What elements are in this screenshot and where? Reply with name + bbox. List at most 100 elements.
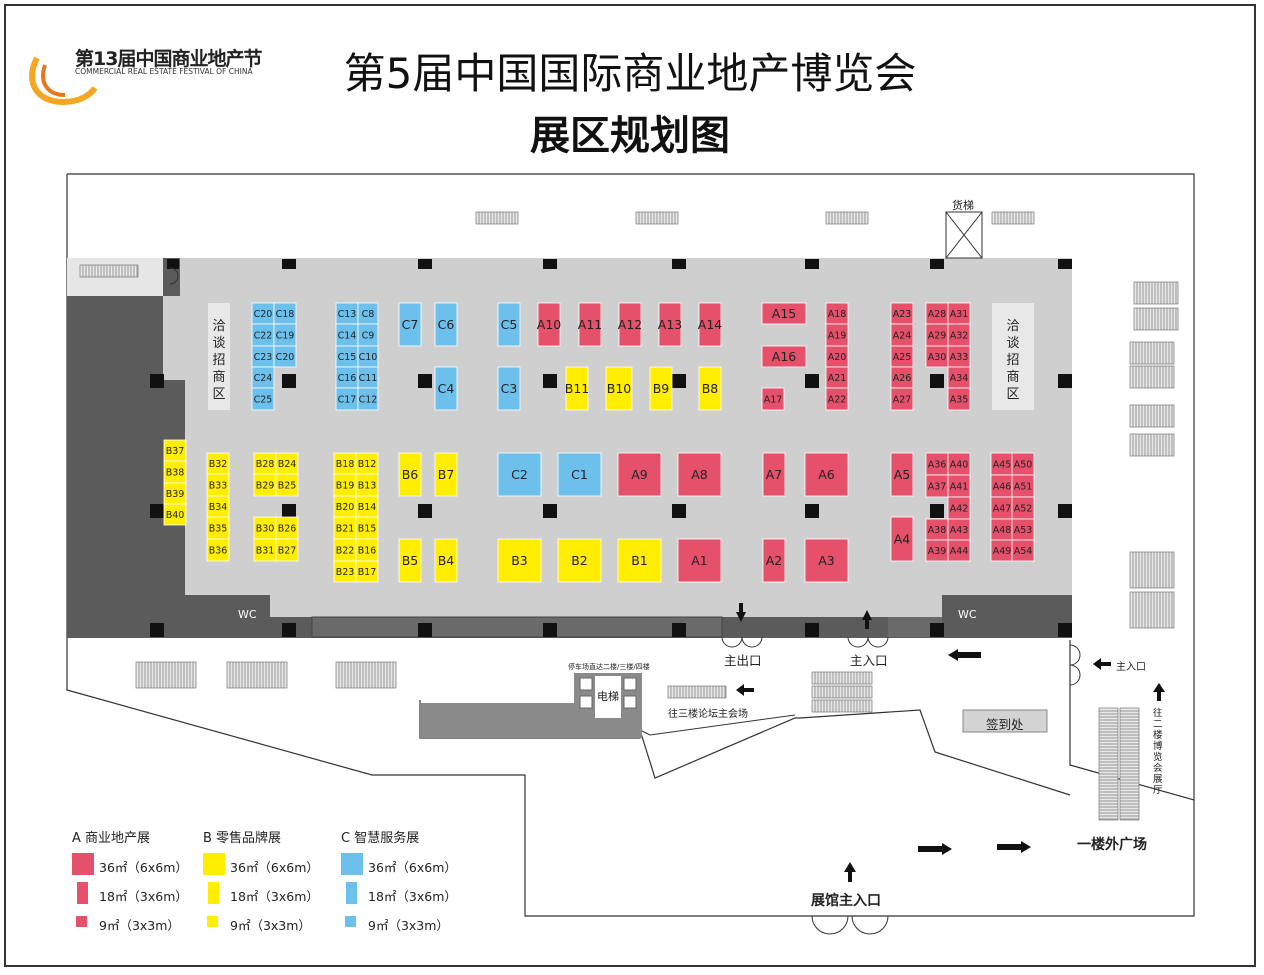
booth-label: A14 [698, 317, 723, 332]
booth-b18: B18 [333, 452, 357, 475]
booth-a14: A14 [698, 302, 723, 347]
booth-label: A40 [950, 460, 969, 471]
booth-c25: C25 [251, 387, 275, 411]
booth-b8: B8 [698, 366, 722, 411]
booth-a32: A32 [947, 323, 971, 347]
booth-b39: B39 [163, 482, 187, 505]
wc-right-label: WC [958, 608, 977, 621]
booth-label: C25 [254, 395, 273, 406]
legend-swatch [345, 916, 356, 927]
booth-a31: A31 [947, 302, 971, 325]
booth-b11: B11 [565, 366, 589, 411]
booth-b33: B33 [206, 473, 230, 497]
booth-label: A24 [893, 331, 912, 342]
booth-c14: C14 [335, 323, 359, 347]
booth-label: C24 [254, 373, 273, 384]
booth-label: A2 [766, 553, 783, 568]
logo-title: 第13届中国商业地产节 [75, 48, 262, 70]
legend-heading: B 零售品牌展 [203, 831, 282, 846]
booth-b30: B30 [253, 516, 277, 540]
booth-c7: C7 [398, 302, 422, 347]
booth-a49: A49 [990, 539, 1014, 562]
side-entrance-label: 主入口 [1116, 662, 1146, 673]
booth-b40: B40 [163, 503, 187, 526]
booth-b27: B27 [275, 538, 299, 562]
legend-item-label: 36㎡（6x6m） [99, 860, 188, 875]
booth-label: C20 [276, 352, 295, 363]
hall-main-entrance-label: 展馆主入口 [811, 893, 881, 909]
booth-b6: B6 [398, 452, 422, 497]
booth-label: A15 [772, 306, 796, 321]
freight-elevator-label: 货梯 [952, 199, 974, 212]
booth-b7: B7 [434, 452, 458, 497]
booth-label: A9 [631, 467, 648, 482]
booth-label: B31 [256, 546, 275, 557]
booth-b31: B31 [253, 538, 277, 562]
stair [135, 661, 197, 689]
booth-label: B29 [256, 481, 275, 492]
booth-a9: A9 [617, 452, 662, 497]
booth-label: A5 [894, 467, 911, 482]
booth-label: B12 [358, 459, 377, 470]
booth-label: A50 [1014, 460, 1033, 471]
booth-b15: B15 [355, 516, 379, 540]
legend-swatch [77, 882, 88, 904]
legend-heading: C 智慧服务展 [341, 831, 420, 846]
booth-a48: A48 [990, 518, 1014, 541]
booth-b25: B25 [275, 473, 299, 497]
booth-c22: C22 [251, 323, 275, 347]
legend-swatch [72, 853, 94, 875]
booth-a50: A50 [1011, 452, 1035, 476]
booth-label: B20 [336, 502, 355, 513]
booth-b3: B3 [497, 538, 542, 583]
legend-item-label: 18㎡（3x6m） [99, 889, 188, 904]
booth-c13: C13 [335, 302, 359, 325]
forum-direction-label: 往三楼论坛主会场 [668, 709, 748, 720]
booth-label: A8 [691, 467, 708, 482]
booth-label: C17 [338, 395, 357, 406]
booth-label: A45 [993, 460, 1012, 471]
booth-c2: C2 [497, 452, 542, 497]
arrows [736, 603, 1165, 882]
booth-label: C13 [338, 309, 357, 320]
booth-label: B32 [209, 459, 228, 470]
main-exit-label: 主出口 [724, 653, 762, 668]
booth-label: C11 [359, 373, 378, 384]
booth-a1: A1 [677, 538, 722, 583]
booth-label: B4 [438, 553, 455, 568]
legend-item-label: 36㎡（6x6m） [230, 860, 319, 875]
legend-swatch [76, 916, 87, 927]
booth-label: B19 [336, 481, 355, 492]
legend-swatch [208, 882, 219, 904]
booth-label: B33 [209, 481, 228, 492]
booth-a37: A37 [925, 474, 949, 498]
booth-b20: B20 [333, 495, 357, 518]
booth-label: A46 [993, 482, 1012, 493]
booth-label: A22 [828, 395, 847, 406]
booth-label: B15 [358, 524, 377, 535]
booth-label: A34 [950, 373, 969, 384]
booth-a4: A4 [890, 516, 914, 562]
stair [1098, 707, 1119, 821]
stair [1119, 707, 1140, 821]
booth-label: C6 [438, 317, 455, 332]
booth-label: A35 [950, 395, 969, 406]
booth-label: C8 [362, 309, 375, 320]
booth-b28: B28 [253, 452, 277, 475]
legend-item-label: 9㎡（3x3m） [99, 918, 180, 933]
booth-label: B37 [166, 446, 185, 457]
booth-b23: B23 [333, 560, 357, 583]
booth-a17: A17 [761, 387, 785, 411]
booth-label: B30 [256, 524, 275, 535]
booth-b32: B32 [206, 452, 230, 475]
booth-label: B2 [571, 553, 588, 568]
booth-label: A7 [766, 467, 783, 482]
booth-b5: B5 [398, 538, 422, 583]
booth-label: B17 [358, 567, 377, 578]
booth-b26: B26 [275, 516, 299, 540]
building-outline-bottom [66, 174, 1195, 917]
booth-a29: A29 [925, 323, 949, 347]
stair [1129, 365, 1175, 389]
registration-desk [962, 709, 1048, 733]
booth-label: A16 [772, 349, 797, 364]
